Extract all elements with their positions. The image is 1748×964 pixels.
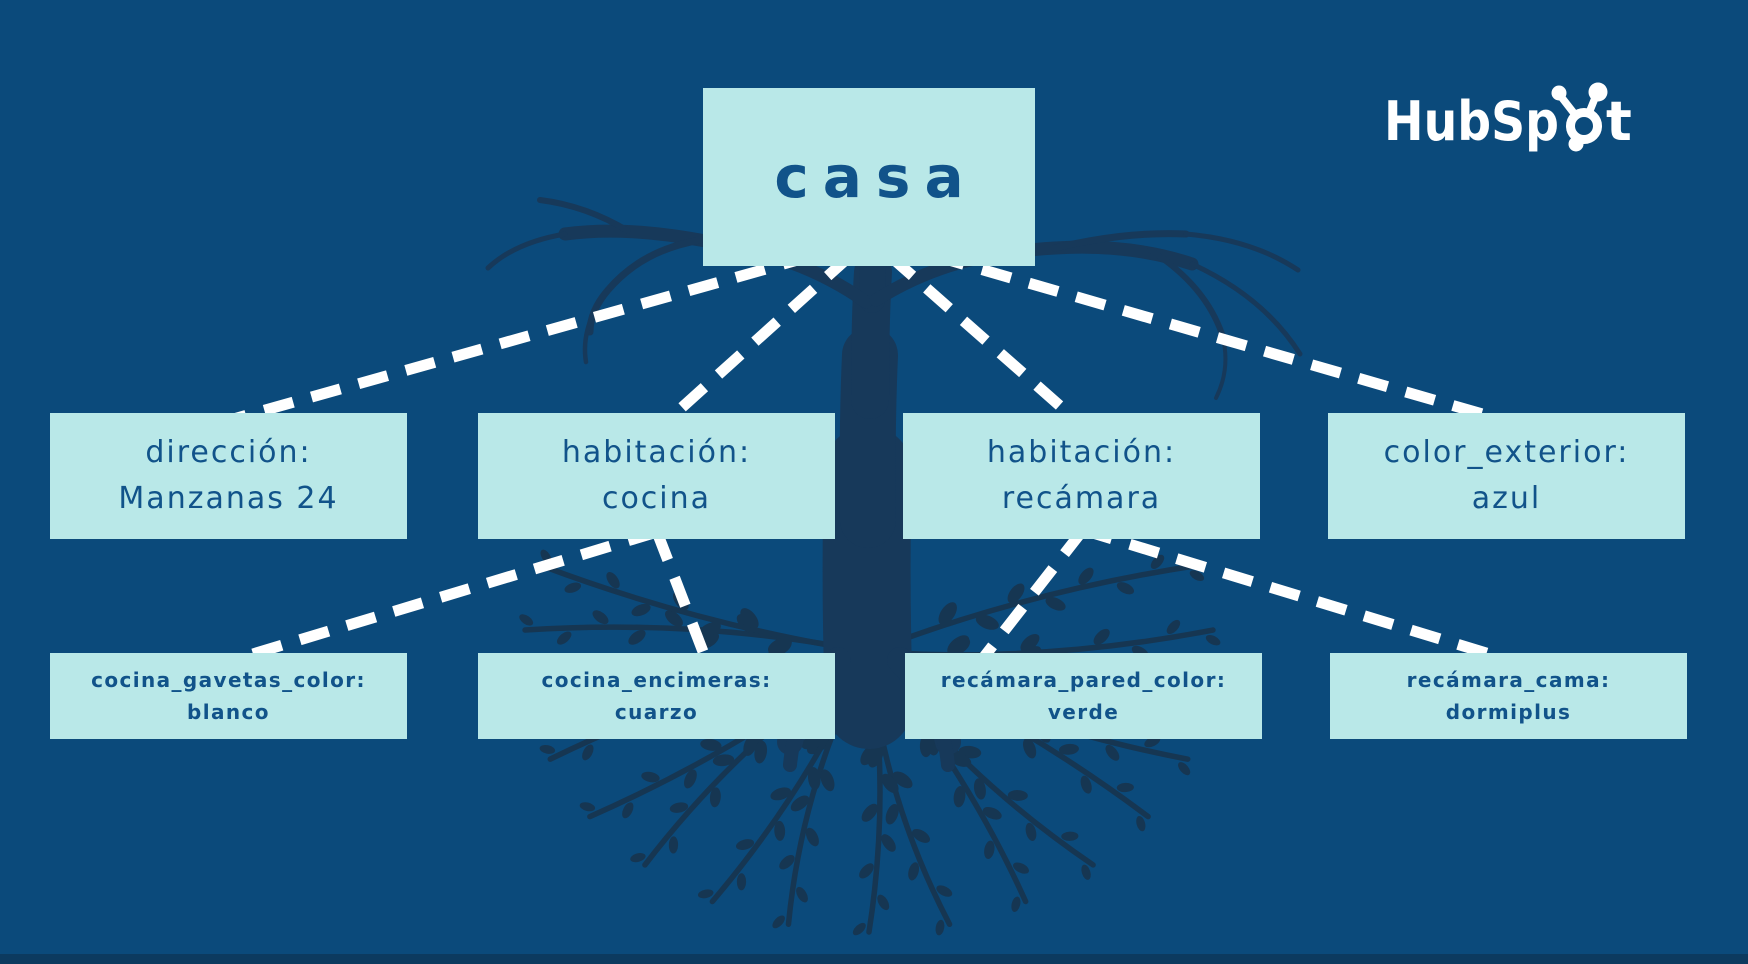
node-key: color_exterior: — [1383, 434, 1630, 470]
node-value: verde — [1047, 700, 1120, 724]
hubspot-sprocket-icon — [1551, 82, 1608, 152]
node-key: habitación: — [561, 434, 752, 470]
node-habitacion-cocina: habitación: cocina — [478, 413, 835, 539]
connector-casa-recamara — [886, 251, 1080, 425]
connector-casa-cocina — [664, 251, 854, 425]
node-casa: casa — [703, 88, 1035, 266]
node-key: cocina_encimeras: — [541, 668, 772, 692]
node-key: dirección: — [145, 434, 312, 470]
node-key: recámara_pared_color: — [940, 668, 1227, 692]
connector-recamara-pared — [975, 526, 1088, 666]
node-value: recámara — [1001, 481, 1162, 516]
node-key: cocina_gavetas_color: — [91, 668, 366, 692]
hubspot-logo-text-post: t — [1606, 90, 1632, 153]
node-key: recámara_cama: — [1406, 668, 1611, 692]
node-value: azul — [1471, 481, 1542, 516]
node-recamara-cama: recámara_cama: dormiplus — [1330, 653, 1687, 739]
connector-recamara-cama — [1081, 524, 1511, 666]
node-key: habitación: — [986, 434, 1177, 470]
node-value: Manzanas 24 — [118, 481, 339, 516]
node-value: cuarzo — [614, 700, 699, 724]
node-direccion: dirección: Manzanas 24 — [50, 413, 407, 539]
node-value: blanco — [187, 700, 270, 724]
node-cocina-gavetas-color: cocina_gavetas_color: blanco — [50, 653, 407, 739]
node-value: cocina — [601, 481, 712, 516]
node-color-exterior: color_exterior: azul — [1328, 413, 1685, 539]
node-casa-label: casa — [774, 143, 978, 211]
node-habitacion-recamara: habitación: recámara — [903, 413, 1260, 539]
hubspot-logo: HubSp t — [1384, 82, 1636, 158]
bottom-bar — [0, 954, 1748, 964]
connector-casa-direccion — [228, 250, 814, 426]
connector-cocina-gavetas — [231, 526, 659, 666]
node-recamara-pared-color: recámara_pared_color: verde — [905, 653, 1262, 739]
hubspot-logo-text-pre: HubSp — [1384, 90, 1559, 153]
node-value: dormiplus — [1445, 700, 1572, 724]
node-cocina-encimeras: cocina_encimeras: cuarzo — [478, 653, 835, 739]
connector-casa-exterior — [933, 250, 1505, 426]
connector-cocina-encimeras — [651, 530, 713, 664]
